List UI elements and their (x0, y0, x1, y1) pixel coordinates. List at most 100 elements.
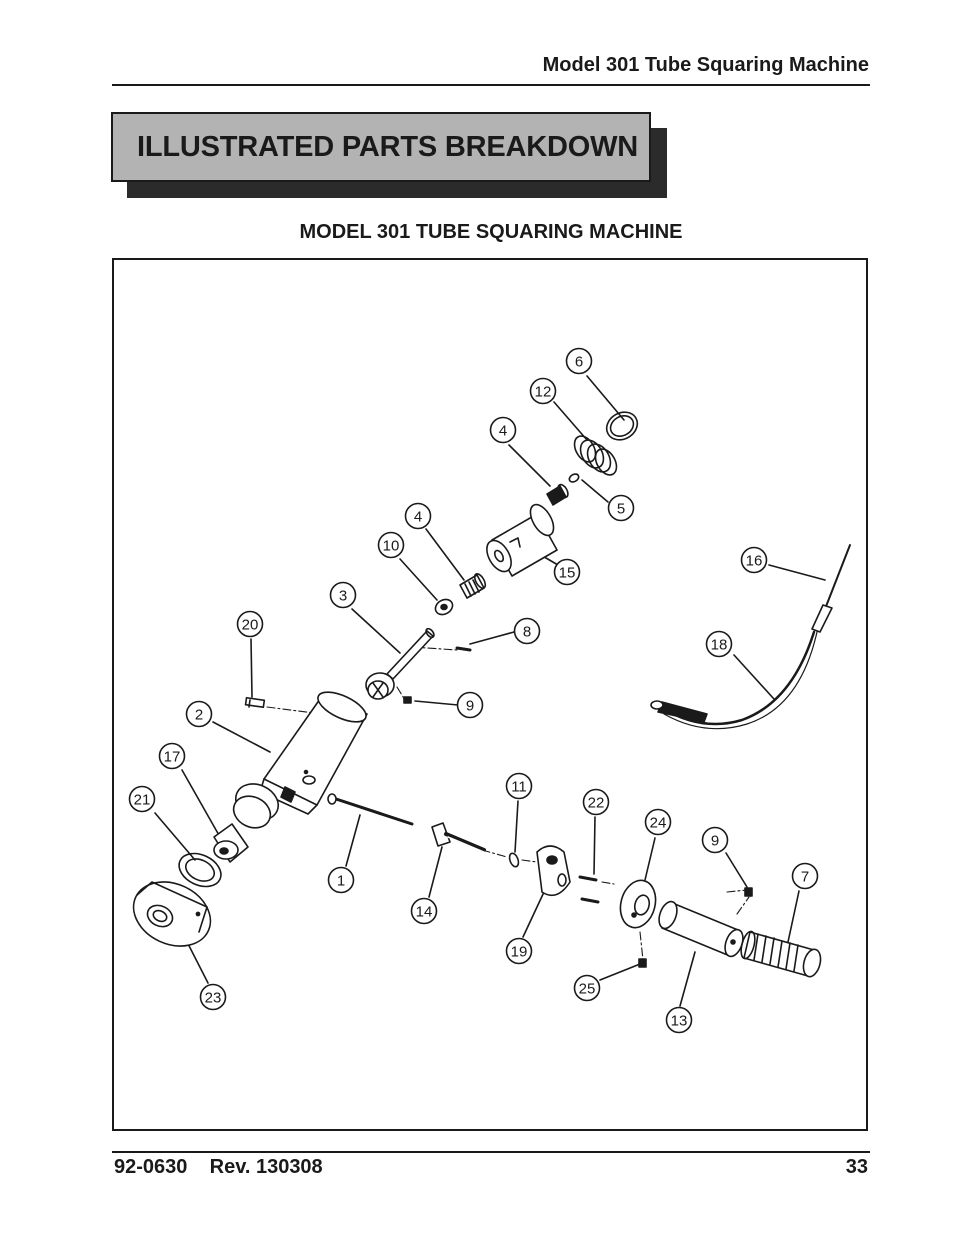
callout-4a: 4 (489, 416, 517, 444)
part-stud-14 (431, 822, 487, 854)
callout-label: 19 (511, 944, 528, 961)
callout-13: 13 (665, 1006, 693, 1034)
callout-4b: 4 (404, 502, 432, 530)
exploded-parts-diagram: 6124541015163820189217112221249711419252… (128, 347, 851, 1034)
part-housing-2 (232, 691, 368, 829)
part-washer-21 (178, 852, 222, 888)
callout-balloon (505, 772, 533, 800)
callout-6: 6 (565, 347, 593, 375)
callout-label: 10 (383, 538, 400, 555)
callout-20: 20 (236, 610, 264, 638)
part-setscrew-9-upper (403, 696, 412, 704)
part-ring-6 (605, 411, 639, 441)
callout-balloon (489, 416, 517, 444)
callout-label: 6 (575, 354, 583, 371)
callout-balloon (644, 808, 672, 836)
callout-19: 19 (505, 937, 533, 965)
callout-label: 15 (559, 565, 576, 582)
callout-9b: 9 (701, 826, 729, 854)
callout-label: 9 (466, 698, 474, 715)
callout-balloon (701, 826, 729, 854)
callout-balloon (665, 1006, 693, 1034)
callout-label: 12 (535, 384, 552, 401)
callout-balloon (582, 788, 610, 816)
running-header: Model 301 Tube Squaring Machine (542, 54, 869, 76)
callout-label: 24 (650, 815, 667, 832)
callout-balloon (236, 610, 264, 638)
part-body-15 (486, 503, 558, 577)
page-number: 33 (845, 1156, 868, 1178)
callout-12: 12 (529, 377, 557, 405)
callout-10: 10 (377, 531, 405, 559)
leader-lines (154, 375, 826, 1007)
callout-14: 14 (410, 897, 438, 925)
callout-balloon (329, 581, 357, 609)
callout-22: 22 (582, 788, 610, 816)
callout-21: 21 (128, 785, 156, 813)
part-ring-23 (132, 881, 212, 947)
figure-title: MODEL 301 TUBE SQUARING MACHINE (299, 221, 683, 243)
part-bushing-4-lower (459, 572, 487, 599)
callout-label: 7 (801, 869, 809, 886)
callout-7: 7 (791, 862, 819, 890)
callout-balloon (607, 494, 635, 522)
callout-label: 2 (195, 707, 203, 724)
callout-label: 21 (134, 792, 151, 809)
part-screw-20 (244, 696, 266, 709)
callout-label: 22 (588, 795, 605, 812)
callout-balloon (327, 866, 355, 894)
part-bushing-4-upper (546, 483, 569, 506)
callout-5: 5 (607, 494, 635, 522)
part-setscrew-9-lower (744, 887, 753, 897)
part-collar-24 (619, 879, 657, 929)
part-oring-5 (568, 473, 580, 483)
callout-label: 11 (511, 779, 527, 796)
callout-24: 24 (644, 808, 672, 836)
callout-label: 8 (523, 624, 531, 641)
callout-balloon (185, 700, 213, 728)
callout-balloon (404, 502, 432, 530)
callout-23: 23 (199, 983, 227, 1011)
part-screws-22 (578, 875, 600, 904)
callout-15: 15 (553, 558, 581, 586)
callout-label: 5 (617, 501, 625, 518)
callout-25: 25 (573, 974, 601, 1002)
callout-balloon (158, 742, 186, 770)
callout-18: 18 (705, 630, 733, 658)
callout-balloon (791, 862, 819, 890)
document-number: 92-0630 Rev. 130308 (114, 1156, 323, 1178)
callout-balloon (513, 617, 541, 645)
callout-balloon (199, 983, 227, 1011)
callout-balloon (740, 546, 768, 574)
callout-16: 16 (740, 546, 768, 574)
part-sleeve-13 (658, 900, 744, 958)
callout-balloon (377, 531, 405, 559)
header-rule (112, 84, 870, 86)
callout-label: 4 (499, 423, 507, 440)
callout-balloon (573, 974, 601, 1002)
callout-label: 4 (414, 509, 422, 526)
part-collet-17 (213, 823, 249, 863)
part-knob-7 (740, 930, 822, 978)
callout-label: 23 (205, 990, 222, 1007)
callout-label: 25 (579, 981, 596, 998)
part-spring-12 (573, 435, 618, 476)
callout-balloon (128, 785, 156, 813)
part-setscrew-25 (638, 958, 647, 968)
section-banner: ILLUSTRATED PARTS BREAKDOWN (111, 112, 667, 198)
callout-label: 3 (339, 588, 347, 605)
callout-balloon (456, 691, 484, 719)
callout-balloon (505, 937, 533, 965)
banner-face: ILLUSTRATED PARTS BREAKDOWN (111, 112, 651, 182)
footer-rule (112, 1151, 870, 1153)
callout-label: 16 (746, 553, 763, 570)
callout-balloon (553, 558, 581, 586)
callout-3: 3 (329, 581, 357, 609)
part-washer-10 (434, 598, 454, 616)
callout-2: 2 (185, 700, 213, 728)
callout-11: 11 (505, 772, 533, 800)
part-cable-16-18 (650, 544, 851, 730)
callout-label: 9 (711, 833, 719, 850)
callout-balloon (705, 630, 733, 658)
